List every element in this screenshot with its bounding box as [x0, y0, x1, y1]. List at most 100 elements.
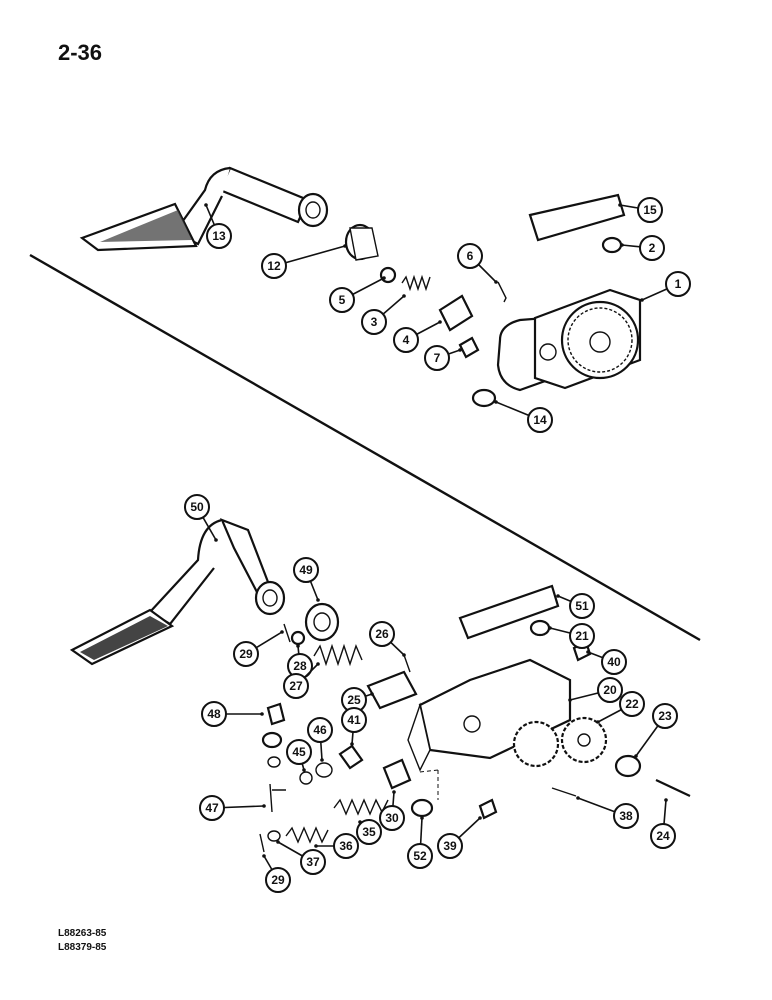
callout-label-23: 23 — [658, 709, 672, 723]
page-number: 2-36 — [58, 40, 103, 65]
nut-46 — [261, 731, 283, 749]
callout-arrowhead-36 — [314, 844, 318, 848]
callout-circle-35 — [356, 819, 382, 845]
callout-circle-1 — [665, 271, 691, 297]
callout-arrowhead-4 — [438, 320, 442, 324]
callout-label-47: 47 — [205, 801, 219, 815]
pin-29 — [283, 623, 291, 643]
callout-label-4: 4 — [403, 333, 410, 347]
callout-arrowhead-12 — [343, 244, 347, 248]
callout-label-51: 51 — [575, 599, 589, 613]
callout-arrowhead-40 — [586, 650, 590, 654]
callout-circle-50 — [184, 494, 210, 520]
callout-arrowhead-26 — [402, 653, 406, 657]
plate-51 — [458, 584, 560, 640]
pin-6 — [497, 281, 507, 303]
callout-label-48: 48 — [207, 707, 221, 721]
callout-circle-4 — [393, 327, 419, 353]
callout-arrowhead-41 — [350, 742, 354, 746]
callout-circle-40 — [601, 649, 627, 675]
callout-label-25: 25 — [347, 693, 361, 707]
washer-45b — [299, 771, 313, 785]
callout-label-41: 41 — [347, 713, 361, 727]
plunger-4 — [438, 294, 474, 332]
callout-circle-37 — [300, 849, 326, 875]
callout-circle-52 — [407, 843, 433, 869]
callout-label-14: 14 — [533, 413, 547, 427]
spring-35 — [333, 798, 389, 816]
callout-arrowhead-7 — [458, 348, 462, 352]
callout-circle-36 — [333, 833, 359, 859]
callout-label-45: 45 — [292, 745, 306, 759]
suction-tube-13 — [79, 166, 329, 252]
spring-36 — [285, 826, 329, 844]
callout-arrowhead-23 — [634, 754, 638, 758]
callout-label-46: 46 — [313, 723, 327, 737]
suction-tube-50 — [69, 518, 286, 666]
callout-circle-3 — [361, 309, 387, 335]
callout-label-20: 20 — [603, 683, 617, 697]
callout-circle-12 — [261, 253, 287, 279]
callout-label-12: 12 — [267, 259, 281, 273]
oil-pump-body-20 — [407, 658, 572, 772]
callout-arrowhead-47 — [262, 804, 266, 808]
callout-label-29: 29 — [239, 647, 253, 661]
callout-label-35: 35 — [362, 825, 376, 839]
valve-48 — [266, 702, 286, 726]
callout-circle-46 — [307, 717, 333, 743]
callout-label-2: 2 — [649, 241, 656, 255]
callout-arrowhead-52 — [420, 816, 424, 820]
callout-arrowhead-29 — [280, 630, 284, 634]
bolt-24 — [655, 779, 691, 797]
callout-arrowhead-5 — [382, 276, 386, 280]
ball-28 — [290, 630, 306, 646]
callout-label-6: 6 — [467, 249, 474, 263]
callout-circle-5 — [329, 287, 355, 313]
ball-5 — [379, 266, 397, 284]
callout-label-3: 3 — [371, 315, 378, 329]
pin-47 — [269, 783, 286, 813]
fitting-49 — [304, 602, 340, 642]
callout-arrowhead-46 — [320, 758, 324, 762]
pin-29-lower — [259, 833, 265, 853]
callout-arrowhead-29 — [262, 854, 266, 858]
figure-code-1: L88263-85 — [58, 928, 107, 939]
callout-arrowhead-49 — [316, 598, 320, 602]
callout-arrowhead-45 — [302, 768, 306, 772]
sleeve-30 — [382, 758, 412, 790]
callout-arrowhead-6 — [494, 280, 498, 284]
callout-circle-29 — [233, 641, 259, 667]
callout-circle-13 — [206, 223, 232, 249]
callout-circle-45 — [286, 739, 312, 765]
callout-label-50: 50 — [190, 500, 204, 514]
callout-circle-48 — [201, 701, 227, 727]
callout-arrowhead-27 — [316, 662, 320, 666]
callout-circle-2 — [639, 235, 665, 261]
callout-circle-20 — [597, 677, 623, 703]
callout-circle-14 — [527, 407, 553, 433]
washer-46b — [315, 762, 333, 778]
fitting-41 — [338, 744, 364, 770]
callout-circle-47 — [199, 795, 225, 821]
washer-37 — [267, 830, 281, 842]
callout-arrowhead-51 — [556, 594, 560, 598]
callout-arrowhead-50 — [214, 538, 218, 542]
callout-circle-7 — [424, 345, 450, 371]
callout-label-7: 7 — [434, 351, 441, 365]
callout-label-24: 24 — [656, 829, 670, 843]
callout-circle-39 — [437, 833, 463, 859]
callout-label-28: 28 — [293, 659, 307, 673]
callout-circle-49 — [293, 557, 319, 583]
callout-circle-21 — [569, 623, 595, 649]
lower-assembly — [69, 518, 691, 853]
callout-circle-30 — [379, 805, 405, 831]
oil-pump-1 — [496, 288, 642, 392]
fitting-12 — [344, 223, 379, 261]
callout-label-22: 22 — [625, 697, 639, 711]
plug-39 — [478, 798, 498, 820]
callout-label-27: 27 — [289, 679, 303, 693]
callout-arrowhead-13 — [204, 203, 208, 207]
callout-arrowhead-20 — [568, 698, 572, 702]
callout-arrowhead-1 — [640, 298, 644, 302]
